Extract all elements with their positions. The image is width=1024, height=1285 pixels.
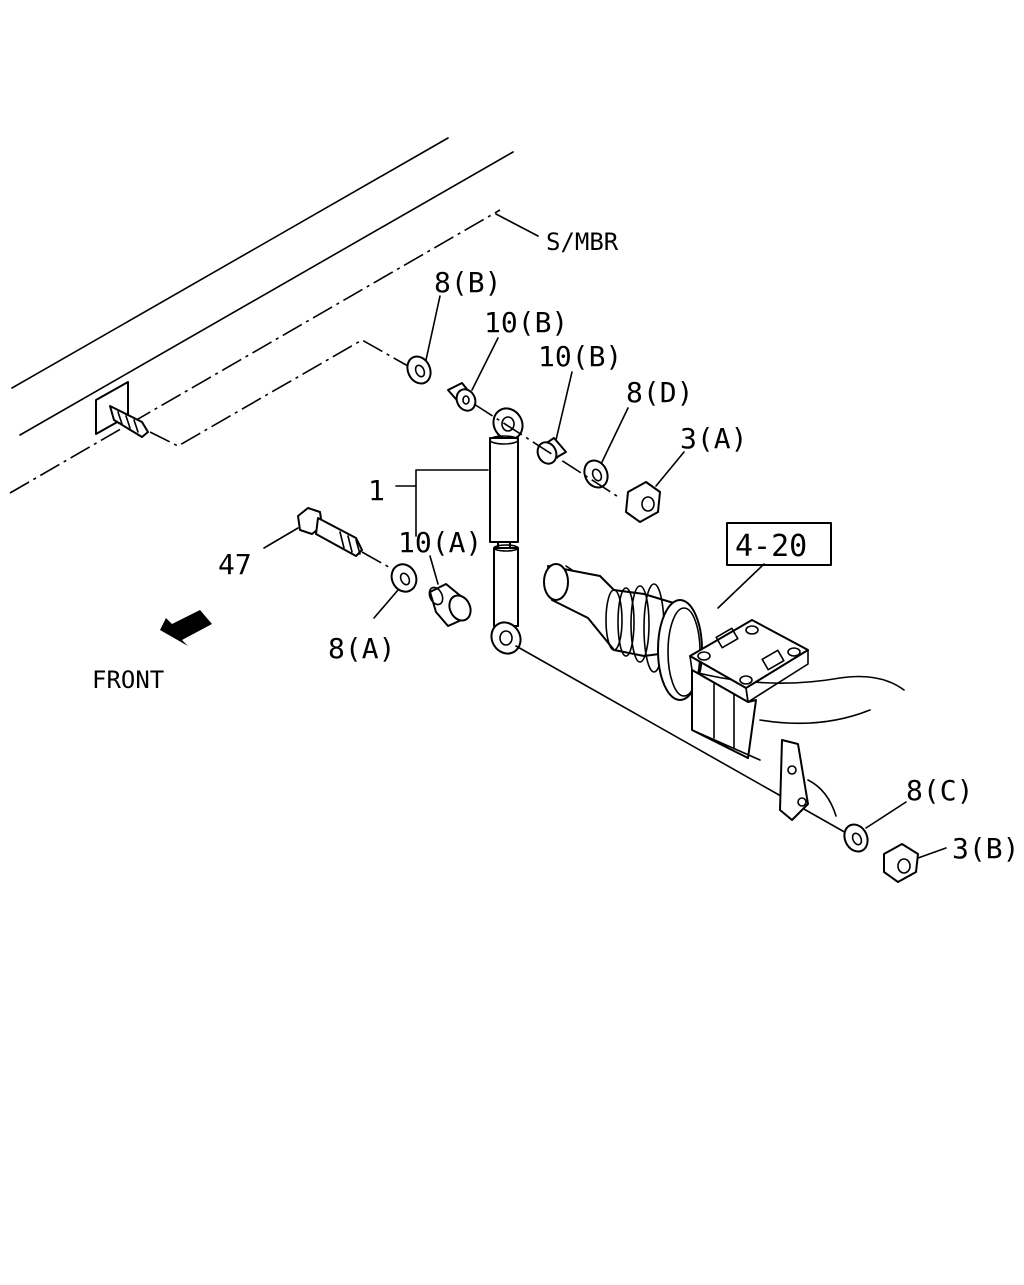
label-47: 47 [218, 548, 252, 581]
washer-8c [843, 823, 869, 853]
label-3a: 3(A) [680, 422, 747, 455]
shock-leader [415, 469, 489, 537]
washer-8d [583, 459, 609, 489]
label-8a: 8(A) [328, 632, 395, 665]
label-front: FRONT [92, 666, 164, 694]
front-arrow-icon [160, 610, 212, 646]
label-1: 1 [368, 474, 385, 507]
label-10a: 10(A) [398, 526, 482, 559]
side-member-frame [9, 137, 514, 494]
label-8c: 8(C) [906, 774, 973, 807]
washer-8b [406, 355, 432, 385]
label-8b: 8(B) [434, 266, 501, 299]
label-8d: 8(D) [626, 376, 693, 409]
label-10b-2: 10(B) [538, 340, 622, 373]
bushing-10b-right [536, 437, 567, 465]
bushing-10b-left [447, 382, 477, 412]
frame-leader [495, 213, 539, 237]
label-10b-1: 10(B) [484, 306, 568, 339]
label-frame: S/MBR [546, 228, 619, 256]
washer-8a [390, 563, 418, 593]
ref-box [726, 522, 832, 566]
nut-3a [625, 481, 661, 523]
bushing-10a [428, 583, 472, 627]
ref-leader [717, 563, 765, 609]
axle-housing [543, 563, 905, 821]
label-ref: 4-20 [735, 529, 807, 564]
bolt-47 [297, 507, 363, 557]
nut-3b [883, 843, 919, 883]
shock-absorber [489, 407, 524, 655]
label-3b: 3(B) [952, 832, 1019, 865]
